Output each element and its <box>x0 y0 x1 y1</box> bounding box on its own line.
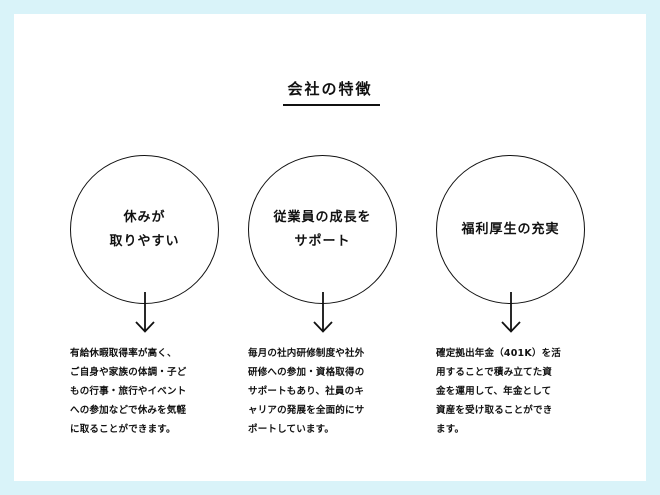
description-line: に取ることができます。 <box>70 424 176 435</box>
description-line: ポートしています。 <box>248 424 335 435</box>
feature-heading-line: 従業員の成長を <box>273 209 372 225</box>
feature-circle: 休みが 取りやすい <box>70 155 219 304</box>
feature-heading: 福利厚生の充実 <box>461 218 559 242</box>
content-card: 会社の特徴 休みが 取りやすい 有給休暇取得率が高く、 ご自身や家族の体調・子ど… <box>14 14 646 481</box>
title-underline <box>283 104 380 106</box>
description-line: 金を運用して、年金として <box>436 386 552 397</box>
feature-column-growth: 従業員の成長を サポート 毎月の社内研修制度や社外 研修への参加・資格取得の サ… <box>248 155 418 455</box>
feature-heading-line: 休みが <box>123 209 166 225</box>
description-line: ャリアの発展を全面的にサ <box>248 405 365 416</box>
feature-heading: 休みが 取りやすい <box>109 206 179 254</box>
arrow-down-icon <box>135 292 155 333</box>
feature-circle: 従業員の成長を サポート <box>248 155 397 304</box>
feature-heading-line: 取りやすい <box>109 233 180 249</box>
feature-column-time-off: 休みが 取りやすい 有給休暇取得率が高く、 ご自身や家族の体調・子ど もの行事・… <box>70 155 240 455</box>
description-line: 研修への参加・資格取得の <box>248 367 365 378</box>
description-line: サポートもあり、社員のキ <box>248 386 365 397</box>
description-line: への参加などで休みを気軽 <box>70 405 187 416</box>
description-line: 用することで積み立てた資 <box>436 367 553 378</box>
description-line: 毎月の社内研修制度や社外 <box>248 348 365 359</box>
feature-circle: 福利厚生の充実 <box>436 155 585 304</box>
description-line: 有給休暇取得率が高く、 <box>70 348 177 359</box>
feature-heading-line: 福利厚生の充実 <box>461 221 560 237</box>
description-line: もの行事・旅行やイベント <box>70 386 187 397</box>
feature-description: 有給休暇取得率が高く、 ご自身や家族の体調・子ど もの行事・旅行やイベント への… <box>70 344 240 439</box>
arrow-down-icon <box>313 292 333 333</box>
feature-description: 確定拠出年金（401K）を活 用することで積み立てた資 金を運用して、年金として… <box>436 344 606 439</box>
feature-column-benefits: 福利厚生の充実 確定拠出年金（401K）を活 用することで積み立てた資 金を運用… <box>436 155 606 455</box>
feature-heading: 従業員の成長を サポート <box>273 206 371 254</box>
description-line: ます。 <box>436 424 465 435</box>
feature-heading-line: サポート <box>294 233 351 249</box>
description-line: 確定拠出年金（401K）を活 <box>436 348 561 359</box>
description-line: ご自身や家族の体調・子ど <box>70 367 187 378</box>
description-line: 資産を受け取ることができ <box>436 405 553 416</box>
arrow-down-icon <box>501 292 521 333</box>
feature-description: 毎月の社内研修制度や社外 研修への参加・資格取得の サポートもあり、社員のキ ャ… <box>248 344 418 439</box>
section-title: 会社の特徴 <box>287 80 373 98</box>
